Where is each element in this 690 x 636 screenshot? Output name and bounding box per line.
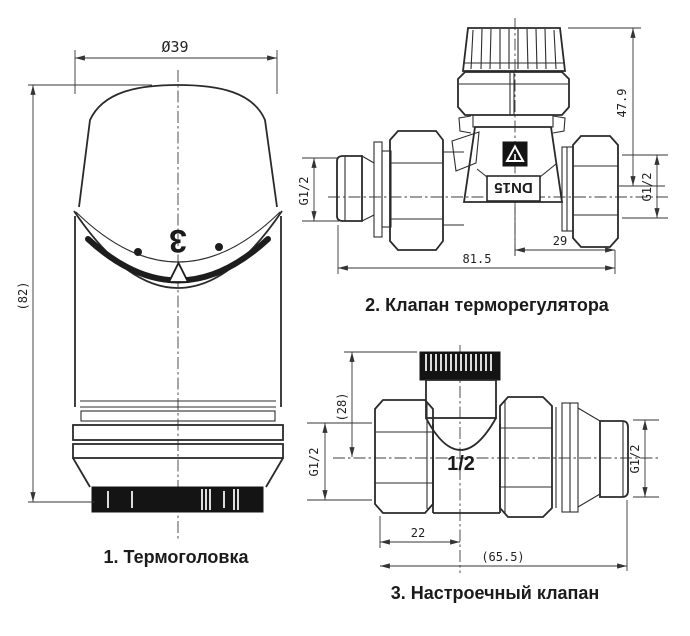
head-collar: 3 <box>73 210 283 289</box>
dim-label-total-length: (65.5) <box>481 550 524 564</box>
dial-pointer-triangle <box>167 260 190 283</box>
dim-label-thread-left: G1/2 <box>297 177 311 206</box>
valve3-cap <box>419 351 501 381</box>
caption-setting-valve: 3. Настроечный клапан <box>391 583 600 603</box>
dial-dot-right <box>215 243 223 251</box>
valve2-dim-total: 81.5 <box>337 225 615 274</box>
dim-label-center-to-end: 29 <box>553 234 567 248</box>
dim-label-thread-right: G1/2 <box>628 445 642 474</box>
dim-label-height: 47.9 <box>615 89 629 118</box>
valve2-left-connection <box>336 130 464 251</box>
valve2-hex-section <box>457 71 570 134</box>
dim-label-thread-left: G1/2 <box>307 448 321 477</box>
head-knurled-base <box>91 486 264 513</box>
valve2-dim-height: 47.9 <box>568 27 665 187</box>
valve2-marking: DN15 <box>494 179 532 196</box>
dial-number: 3 <box>169 223 187 259</box>
dim-label-diameter: Ø39 <box>161 38 188 56</box>
valve3-body: 1/2 <box>425 379 501 514</box>
valve2-dim-thread-right: G1/2 <box>622 154 668 219</box>
valve2-right-connection <box>561 135 619 248</box>
valve3-dim-thread-left: G1/2 <box>307 422 372 501</box>
caption-thermo-valve: 2. Клапан терморегулятора <box>365 295 610 315</box>
dial-dot-left <box>134 248 142 256</box>
valve3-dim-thread-right: G1/2 <box>628 419 659 498</box>
dim-label-total-length: 81.5 <box>463 252 492 266</box>
head-dome <box>78 84 278 208</box>
valve2-cap <box>461 27 567 72</box>
head-dim-diameter: Ø39 <box>74 38 278 94</box>
dim-label-height: (82) <box>16 282 30 311</box>
valve3-dim-22: 22 <box>379 516 460 548</box>
valve2-body: DN15 <box>451 126 564 203</box>
valve3-dim-total: (65.5) <box>380 500 628 571</box>
valve2-dim-29: 29 <box>514 207 616 274</box>
valve3-right-connection <box>499 396 629 518</box>
dim-label-left-to-center: 22 <box>411 526 425 540</box>
valve2-dim-thread-left: G1/2 <box>297 157 339 222</box>
setting-valve-drawing: 1/2 G1/2 <box>307 345 661 603</box>
thermo-valve-drawing: DN15 G1/2 <box>297 18 668 315</box>
valve3-marking: 1/2 <box>447 453 475 475</box>
thermo-head-drawing: 3 <box>16 38 284 567</box>
valve3-dim-height: (28) <box>335 351 417 457</box>
dn15-plate <box>486 175 541 202</box>
valve3-left-nut <box>374 399 434 514</box>
head-rings <box>72 400 284 488</box>
head-dim-height: (82) <box>16 84 152 503</box>
dim-label-thread-right: G1/2 <box>640 173 654 202</box>
dim-label-height: (28) <box>335 393 349 422</box>
caption-head: 1. Термоголовка <box>103 547 249 567</box>
